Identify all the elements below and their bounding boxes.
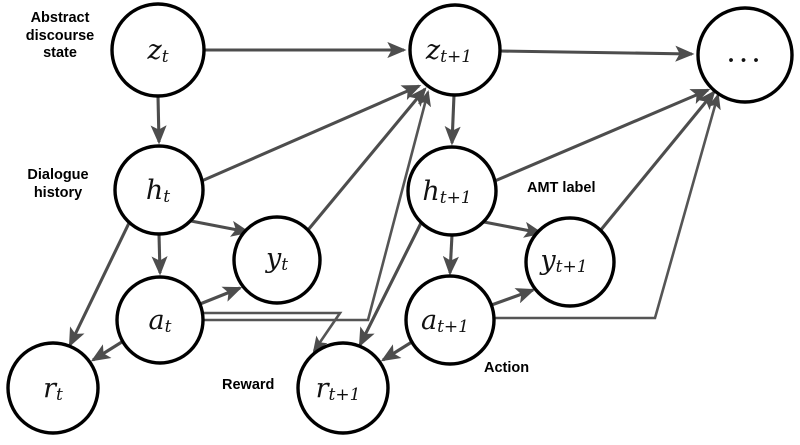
node-y-t1-sub: t+1 xyxy=(556,257,588,277)
node-r-t1[interactable]: rt+1 xyxy=(296,341,390,435)
annotation-amt-label: AMT label xyxy=(527,180,596,196)
edge-a_t-to-z_t1 xyxy=(196,89,431,322)
edge-y_t-to-z_t1 xyxy=(306,87,427,231)
node-y-t1[interactable]: yt+1 xyxy=(524,216,616,308)
edge-h_t-to-a_t xyxy=(151,233,168,276)
node-ellipsis[interactable]: ... xyxy=(696,6,794,104)
node-r-t1-base: r xyxy=(316,373,331,404)
edge-z_t1-to-h_t1 xyxy=(444,94,461,146)
edge-h_t1-to-a_t1 xyxy=(442,234,459,276)
edge-a_t1-to-dots xyxy=(494,92,721,320)
node-a-t1-sub: t+1 xyxy=(437,317,469,337)
node-h-t-base: h xyxy=(146,175,163,206)
edge-z_t1-to-dots xyxy=(499,45,695,62)
node-y-t1-base: y xyxy=(539,245,556,276)
annotation-reward: Reward xyxy=(222,377,275,393)
annotation-dialogue-history: Dialogue history xyxy=(27,167,89,201)
annotation-action: Action xyxy=(484,360,530,376)
node-h-t1-sub: t+1 xyxy=(440,188,472,208)
node-r-t[interactable]: rt xyxy=(6,341,100,435)
edges-layer xyxy=(68,41,721,362)
node-h-t[interactable]: ht xyxy=(113,144,205,236)
edge-y_t1-to-dots xyxy=(598,90,716,232)
node-a-t[interactable]: at xyxy=(115,275,205,365)
svg-text:ht: ht xyxy=(146,175,170,208)
edge-h_t-to-r_t xyxy=(68,222,131,348)
node-z-t[interactable]: zt xyxy=(110,2,206,98)
edge-h_t1-to-dots xyxy=(489,88,711,185)
node-r-t1-sub: t+1 xyxy=(329,385,361,405)
node-z-t1-sub: t+1 xyxy=(440,47,472,67)
svg-text:yt+1: yt+1 xyxy=(539,245,587,278)
edge-a_t1-to-y_t1 xyxy=(485,288,536,309)
edge-a_t-to-r_t1 xyxy=(196,311,343,353)
edge-a_t-to-r_t xyxy=(90,338,126,362)
svg-text:ht+1: ht+1 xyxy=(422,176,471,209)
node-a-t-base: a xyxy=(149,305,165,336)
node-h-t-sub: t xyxy=(163,187,170,207)
edge-a_t-to-y_t xyxy=(194,286,243,308)
svg-text:at+1: at+1 xyxy=(421,305,469,338)
svg-text:rt+1: rt+1 xyxy=(316,373,361,406)
edge-h_t1-to-y_t1 xyxy=(483,220,544,238)
node-z-t1[interactable]: zt+1 xyxy=(408,3,502,97)
edge-h_t1-to-r_t1 xyxy=(358,222,423,348)
node-r-t-base: r xyxy=(43,373,58,404)
svg-text:at: at xyxy=(149,305,172,338)
svg-text:rt: rt xyxy=(43,373,63,406)
svg-text:zt: zt xyxy=(146,35,168,68)
edge-h_t-to-y_t xyxy=(190,219,251,237)
edge-h_t-to-z_t1 xyxy=(196,84,422,185)
node-ellipsis-label: ... xyxy=(726,35,764,70)
node-h-t1[interactable]: ht+1 xyxy=(406,145,498,237)
node-a-t-sub: t xyxy=(165,317,172,337)
node-z-t1-base: z xyxy=(425,35,441,66)
node-a-t1[interactable]: at+1 xyxy=(404,274,496,366)
svg-text:yt: yt xyxy=(265,243,288,276)
node-y-t[interactable]: yt xyxy=(232,215,322,305)
edge-a_t1-to-r_t1 xyxy=(380,338,416,362)
node-y-t-sub: t xyxy=(281,255,288,275)
node-y-t-base: y xyxy=(265,243,282,274)
node-h-t1-base: h xyxy=(422,176,439,207)
annotation-abstract-discourse-state: Abstract discourse state xyxy=(25,10,95,62)
node-z-t-sub: t xyxy=(162,47,169,67)
node-z-t-base: z xyxy=(146,35,162,66)
svg-text:zt+1: zt+1 xyxy=(425,35,472,68)
edge-z_t-to-h_t xyxy=(150,95,167,145)
node-a-t1-base: a xyxy=(421,305,437,336)
node-r-t-sub: t xyxy=(56,385,63,405)
nodes-layer: zt zt+1 ... ht xyxy=(6,2,794,435)
